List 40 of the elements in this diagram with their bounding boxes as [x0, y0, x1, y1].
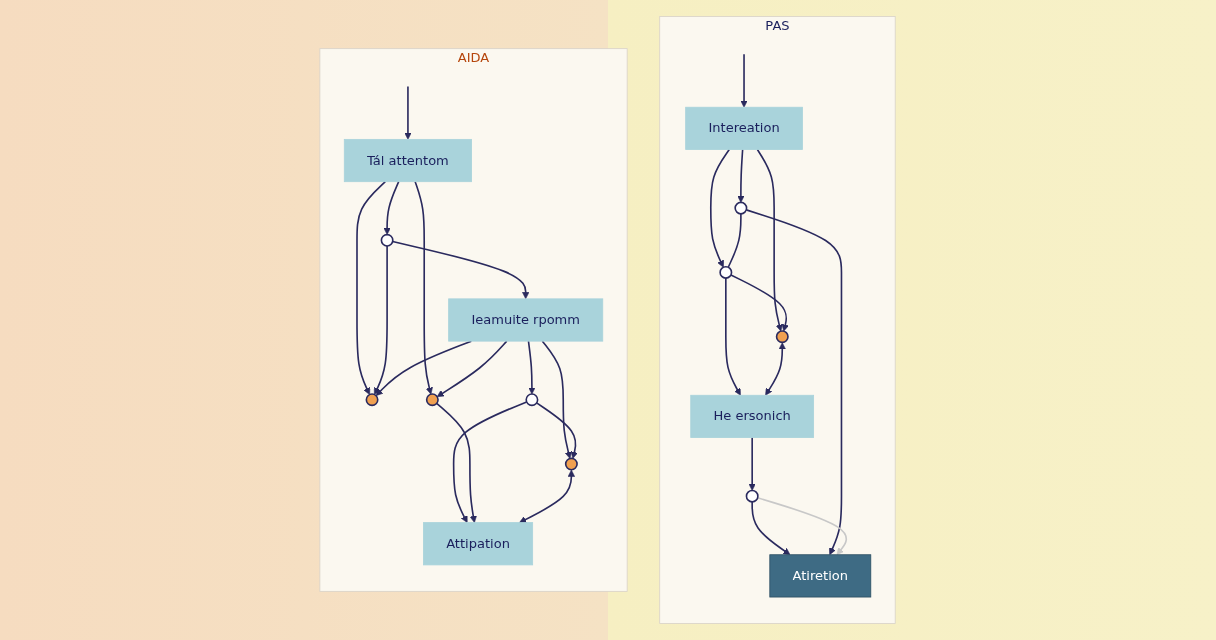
arrow	[730, 274, 790, 332]
node-box: Ieamuite rpomm	[448, 298, 604, 342]
arrow	[414, 180, 434, 395]
node-box: Attipation	[423, 522, 534, 566]
arrow	[749, 436, 757, 491]
node-circle	[381, 233, 395, 247]
arrow	[740, 53, 749, 108]
arrow	[436, 402, 478, 523]
node-circle	[426, 393, 440, 407]
node-circle	[366, 393, 379, 407]
arrow	[453, 401, 528, 523]
arrow	[765, 342, 787, 396]
node-box: Atiretion	[769, 554, 872, 598]
arrow	[528, 340, 536, 395]
arrow	[392, 240, 530, 300]
arrow	[519, 469, 576, 523]
arrow	[404, 85, 412, 140]
arrow	[383, 180, 400, 235]
node-box: He ersonich	[690, 394, 815, 438]
arrow	[437, 340, 509, 397]
node-circle	[776, 330, 790, 344]
node-box: Tál attentom	[344, 138, 473, 183]
node-circle	[746, 489, 760, 503]
arrow	[542, 340, 573, 459]
connector	[727, 213, 743, 269]
arrow	[374, 245, 389, 395]
arrow	[737, 148, 745, 203]
node-circle	[525, 393, 539, 407]
node-circle	[565, 457, 579, 471]
arrow	[536, 402, 579, 459]
arrow	[710, 148, 731, 268]
arrow	[356, 180, 387, 395]
node-circle	[734, 201, 748, 215]
arrow	[751, 501, 791, 556]
node-box: Intereation	[685, 106, 804, 150]
node-circle	[719, 265, 733, 279]
arrow	[745, 209, 843, 556]
arrow	[757, 497, 848, 556]
arrow	[725, 277, 742, 396]
arrow	[757, 148, 784, 332]
